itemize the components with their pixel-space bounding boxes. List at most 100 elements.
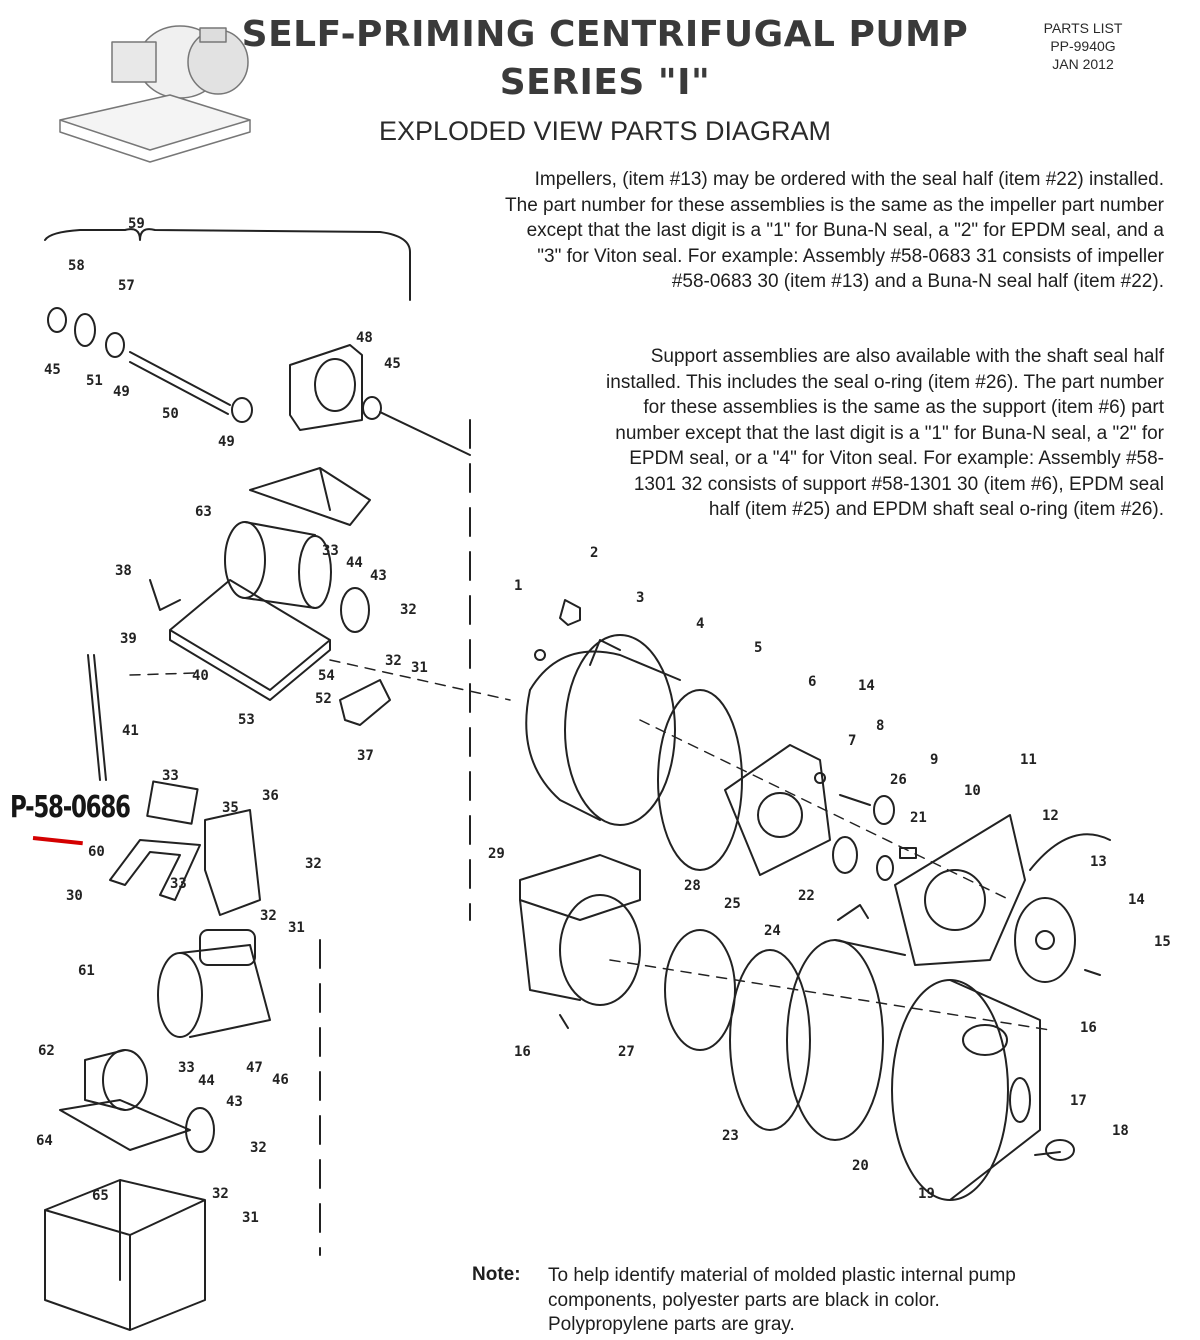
callout-65: 65	[92, 1188, 109, 1204]
callout-43: 43	[226, 1094, 243, 1110]
callout-5: 5	[754, 640, 762, 656]
callout-27: 27	[618, 1044, 635, 1060]
callout-39: 39	[120, 631, 137, 647]
o-ring-27	[664, 929, 736, 1051]
callout-31: 31	[242, 1210, 259, 1226]
callout-43: 43	[370, 568, 387, 584]
shaft-seal-parts	[814, 772, 917, 881]
callout-62: 62	[38, 1043, 55, 1059]
callout-25: 25	[724, 896, 741, 912]
callout-16: 16	[514, 1044, 531, 1060]
callout-47: 47	[246, 1060, 263, 1076]
callout-29: 29	[488, 846, 505, 862]
callout-45: 45	[384, 356, 401, 372]
motor-62	[59, 1049, 191, 1151]
callout-48: 48	[356, 330, 373, 346]
volute-20	[786, 939, 906, 1141]
callout-41: 41	[122, 723, 139, 739]
callout-4: 4	[696, 616, 704, 632]
callout-6: 6	[808, 674, 816, 690]
callout-32: 32	[305, 856, 322, 872]
callout-3: 3	[636, 590, 644, 606]
doc-date: JAN 2012	[1052, 56, 1114, 72]
support-assembly-paragraph: Support assemblies are also available wi…	[606, 346, 1164, 520]
support-6	[724, 744, 831, 876]
gasket-5	[657, 689, 743, 871]
pump-housing-4	[525, 634, 681, 826]
callout-33: 33	[322, 543, 339, 559]
callout-15: 15	[1154, 934, 1171, 950]
callout-10: 10	[964, 783, 981, 799]
callout-63: 63	[195, 504, 212, 520]
callout-30: 30	[66, 888, 83, 904]
wear-plate-11	[894, 814, 1026, 966]
callout-31: 31	[288, 920, 305, 936]
callout-9: 9	[930, 752, 938, 768]
note-label: Note:	[472, 1264, 521, 1285]
callout-57: 57	[118, 278, 135, 294]
engine-shroud-35	[204, 809, 261, 916]
callout-22: 22	[798, 888, 815, 904]
callout-24: 24	[764, 923, 781, 939]
pump-thumbnail	[59, 25, 251, 163]
callout-32: 32	[400, 602, 417, 618]
guard-63	[249, 467, 371, 526]
callout-40: 40	[192, 668, 209, 684]
callout-33: 33	[178, 1060, 195, 1076]
note-text: To help identify material of molded plas…	[548, 1265, 1016, 1335]
callout-58: 58	[68, 258, 85, 274]
callout-54: 54	[318, 668, 335, 684]
page-title-line-2: SERIES "I"	[499, 62, 711, 103]
callout-33: 33	[162, 768, 179, 784]
impeller-assembly-paragraph: Impellers, (item #13) may be ordered wit…	[505, 169, 1164, 292]
callout-37: 37	[357, 748, 374, 764]
callout-2: 2	[590, 545, 598, 561]
handle-30	[109, 839, 201, 901]
callout-44: 44	[346, 555, 363, 571]
callout-14: 14	[1128, 892, 1145, 908]
callout-50: 50	[162, 406, 179, 422]
doc-type: PARTS LIST	[1043, 20, 1123, 36]
callout-28: 28	[684, 878, 701, 894]
engine-61	[157, 929, 271, 1038]
callout-32: 32	[260, 908, 277, 924]
electric-motor	[224, 521, 332, 609]
base-plate-40	[169, 579, 331, 701]
callout-11: 11	[1020, 752, 1037, 768]
callout-38: 38	[115, 563, 132, 579]
callout-64: 64	[36, 1133, 53, 1149]
callout-7: 7	[848, 733, 856, 749]
callout-23: 23	[722, 1128, 739, 1144]
callout-14: 14	[858, 678, 875, 694]
page-title-line-1: SELF-PRIMING CENTRIFUGAL PUMP	[241, 14, 969, 55]
callout-12: 12	[1042, 808, 1059, 824]
callout-61: 61	[78, 963, 95, 979]
callout-32: 32	[212, 1186, 229, 1202]
callout-8: 8	[876, 718, 884, 734]
callout-21: 21	[910, 810, 927, 826]
callout-36: 36	[262, 788, 279, 804]
doc-number: PP-9940G	[1050, 38, 1116, 54]
callout-19: 19	[918, 1186, 935, 1202]
bracket-59	[44, 228, 411, 301]
callout-45: 45	[44, 362, 61, 378]
callout-32: 32	[385, 653, 402, 669]
impeller-13	[1014, 897, 1076, 983]
gasket-12	[1029, 833, 1111, 871]
callout-1: 1	[514, 578, 522, 594]
callout-46: 46	[272, 1072, 289, 1088]
callout-60: 60	[88, 844, 105, 860]
callout-26: 26	[890, 772, 907, 788]
drain-plug-18	[1045, 1139, 1075, 1161]
callout-13: 13	[1090, 854, 1107, 870]
callout-51: 51	[86, 373, 103, 389]
callout-59: 59	[128, 216, 145, 232]
frame-65	[44, 1179, 206, 1331]
page-subtitle: EXPLODED VIEW PARTS DIAGRAM	[378, 116, 832, 146]
callout-35: 35	[222, 800, 239, 816]
shaft-assembly	[47, 307, 471, 456]
callout-32: 32	[250, 1140, 267, 1156]
highlighted-part-label: P-58-0686	[10, 790, 131, 825]
